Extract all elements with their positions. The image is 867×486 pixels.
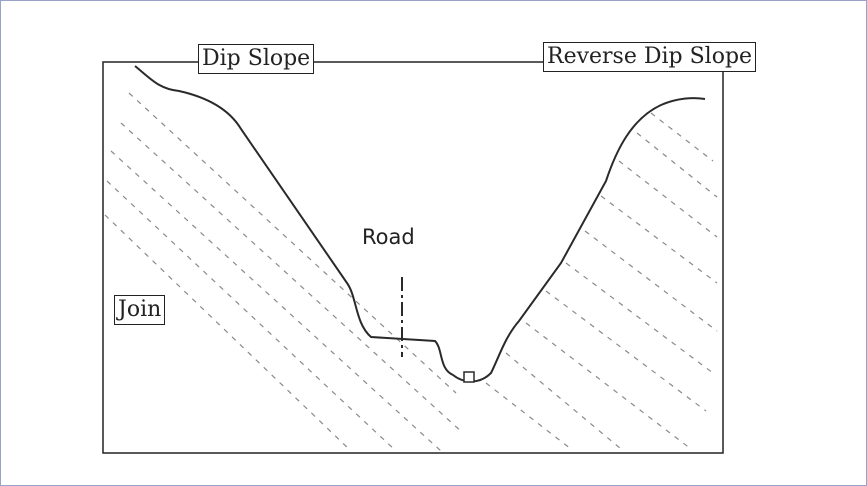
- road-label: Road: [362, 225, 415, 249]
- ground-profile-line: [134, 65, 706, 383]
- join-label: Join: [114, 295, 166, 325]
- reverse-dip-slope-label: Reverse Dip Slope: [543, 42, 757, 72]
- diagram-frame: [102, 61, 724, 454]
- bedding-hatch-right: [485, 112, 718, 450]
- dip-slope-label: Dip Slope: [198, 44, 315, 74]
- bedding-hatch-left: [104, 92, 464, 452]
- valley-structure-marker: [463, 371, 475, 383]
